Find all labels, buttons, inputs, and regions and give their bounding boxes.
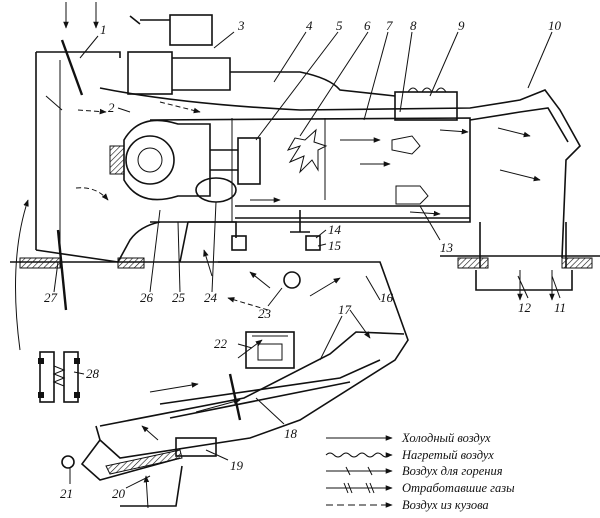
callout-23: 23 — [258, 306, 272, 321]
legend-item-exhaust: Отработавшие газы — [326, 481, 515, 495]
connector-detail — [38, 351, 80, 403]
callout-28: 28 — [86, 366, 100, 381]
callout-12: 12 — [518, 300, 532, 315]
callout-13: 13 — [440, 240, 454, 255]
legend-item-combustion: Воздух для горения — [326, 464, 503, 478]
callout-19: 19 — [230, 458, 244, 473]
callout-21: 21 — [60, 486, 73, 501]
callout-17: 17 — [338, 302, 352, 317]
callout-7: 7 — [386, 18, 393, 33]
callout-15: 15 — [328, 238, 342, 253]
callout-24: 24 — [204, 290, 218, 305]
callout-1: 1 — [100, 22, 107, 37]
fuel-pump — [127, 14, 458, 121]
legend-label: Нагретый воздух — [401, 448, 494, 462]
callout-20: 20 — [112, 486, 126, 501]
flow-arrows — [15, 2, 555, 509]
legend-item-cabin: Воздух из кузова — [326, 498, 489, 512]
callout-10: 10 — [548, 18, 562, 33]
callout-22: 22 — [214, 336, 228, 351]
legend: Холодный воздух Нагретый воздух Воздух д… — [325, 431, 515, 512]
legend-label: Отработавшие газы — [402, 481, 515, 495]
callout-labels: 1 2 3 4 5 6 7 8 9 10 11 12 13 14 15 16 1… — [44, 18, 566, 501]
legend-label: Воздух для горения — [402, 464, 503, 478]
flame-icon — [286, 128, 328, 174]
callout-4: 4 — [306, 18, 313, 33]
legend-label: Холодный воздух — [401, 431, 491, 445]
callout-11: 11 — [554, 300, 566, 315]
callout-8: 8 — [410, 18, 417, 33]
callout-3: 3 — [237, 18, 245, 33]
legend-item-cold: Холодный воздух — [326, 431, 491, 445]
callout-25: 25 — [172, 290, 186, 305]
callout-26: 26 — [140, 290, 154, 305]
callout-27: 27 — [44, 290, 58, 305]
legend-item-warm: Нагретый воздух — [325, 448, 494, 462]
callout-5: 5 — [336, 18, 343, 33]
callout-14: 14 — [328, 222, 342, 237]
fan-motor — [109, 119, 261, 201]
callout-16: 16 — [380, 290, 394, 305]
callout-9: 9 — [458, 18, 465, 33]
exhaust-assembly — [61, 261, 409, 507]
callout-18: 18 — [284, 426, 298, 441]
heater-body — [10, 14, 600, 311]
callout-6: 6 — [364, 18, 371, 33]
leader-lines — [53, 31, 561, 489]
callout-2: 2 — [108, 100, 115, 115]
legend-label: Воздух из кузова — [402, 498, 489, 512]
